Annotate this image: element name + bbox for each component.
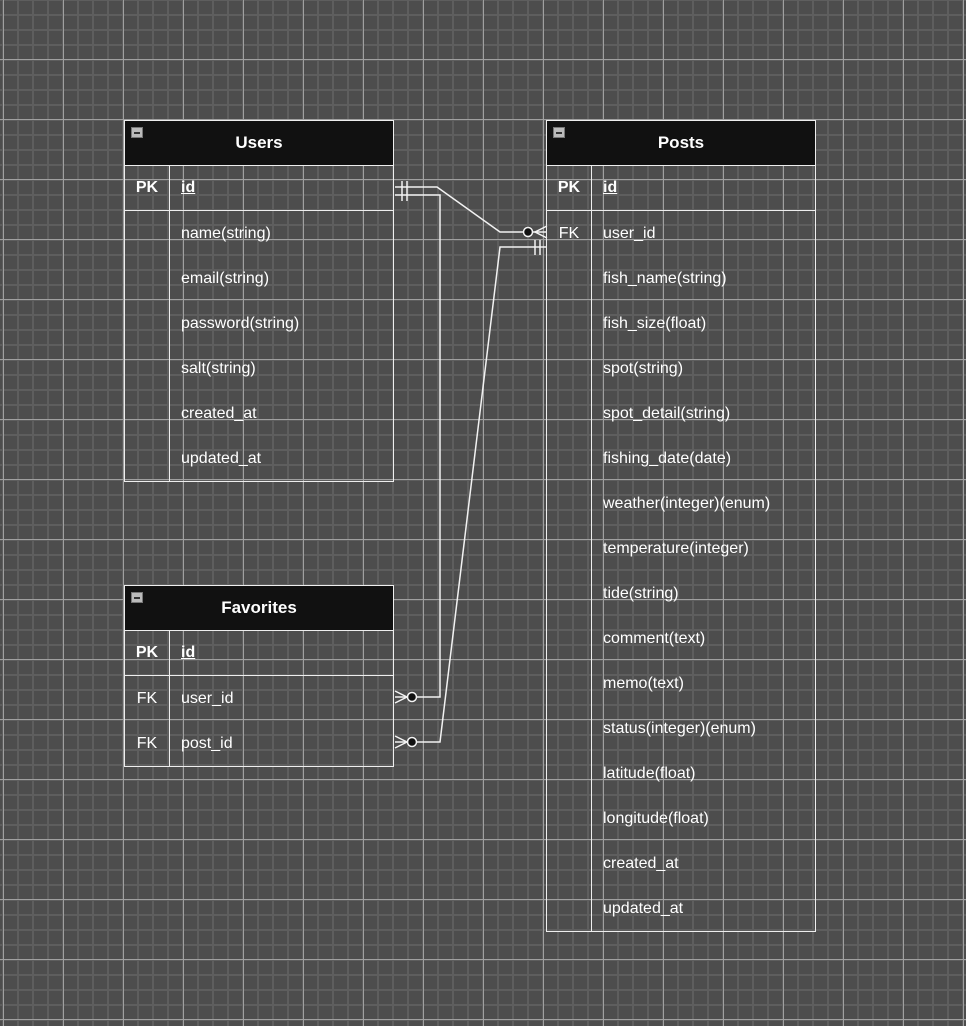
key-label: PK [125, 166, 170, 210]
key-label [547, 616, 592, 661]
field-name: user_id [181, 689, 234, 707]
field-name: created_at [181, 404, 257, 422]
field-row[interactable]: fish_name(string) [547, 256, 815, 301]
field-name: salt(string) [181, 359, 256, 377]
key-label [125, 256, 170, 301]
field-row[interactable]: spot_detail(string) [547, 391, 815, 436]
field-name: fish_name(string) [603, 269, 727, 287]
field-name: updated_at [603, 899, 684, 917]
field-row[interactable]: email(string) [125, 256, 393, 301]
key-label [547, 346, 592, 391]
field-row[interactable]: longitude(float) [547, 796, 815, 841]
field-row[interactable]: FK post_id [125, 721, 393, 766]
pk-row[interactable]: PK id [547, 166, 815, 211]
users-table[interactable]: Users PK id name(string) email(string) pass… [124, 120, 394, 482]
key-label [125, 211, 170, 256]
field-name: user_id [603, 224, 656, 242]
table-title: Posts [657, 133, 705, 152]
field-row[interactable]: temperature(integer) [547, 526, 815, 571]
field-name: id [181, 179, 196, 196]
table-title: Users [235, 133, 283, 152]
key-label: FK [125, 721, 170, 766]
field-list: FK user_id fish_name(string) fish_size(floa… [547, 211, 815, 931]
key-label: PK [125, 631, 170, 675]
pk-row[interactable]: PK id [125, 631, 393, 676]
field-name: tide(string) [603, 584, 679, 602]
key-label [547, 751, 592, 796]
field-name: password(string) [181, 314, 300, 332]
users-favorites-relation[interactable] [394, 194, 441, 704]
field-name: updated_at [181, 449, 262, 467]
field-row[interactable]: fishing_date(date) [547, 436, 815, 481]
posts-favorites-relation[interactable] [394, 240, 547, 749]
field-name: email(string) [181, 269, 270, 287]
field-name: weather(integer)(enum) [603, 494, 771, 512]
field-name: id [603, 179, 618, 196]
field-name: created_at [603, 854, 679, 872]
field-row[interactable]: updated_at [125, 436, 393, 481]
key-label [547, 841, 592, 886]
field-name: spot(string) [603, 359, 684, 377]
field-name: longitude(float) [603, 809, 709, 827]
field-row[interactable]: tide(string) [547, 571, 815, 616]
field-name: comment(text) [603, 629, 706, 647]
field-row[interactable]: weather(integer)(enum) [547, 481, 815, 526]
key-label [547, 661, 592, 706]
field-name: status(integer)(enum) [603, 719, 756, 737]
key-label [547, 706, 592, 751]
collapse-icon[interactable] [131, 592, 143, 603]
key-label: PK [547, 166, 592, 210]
key-label [547, 886, 592, 931]
key-label [125, 391, 170, 436]
key-label [125, 346, 170, 391]
pk-row[interactable]: PK id [125, 166, 393, 211]
table-header: Posts [547, 121, 815, 166]
key-label: FK [547, 211, 592, 256]
field-row[interactable]: name(string) [125, 211, 393, 256]
field-row[interactable]: updated_at [547, 886, 815, 931]
field-row[interactable]: latitude(float) [547, 751, 815, 796]
field-name: id [181, 644, 196, 661]
collapse-icon[interactable] [131, 127, 143, 138]
table-header: Users [125, 121, 393, 166]
key-label [547, 571, 592, 616]
field-row[interactable]: fish_size(float) [547, 301, 815, 346]
key-label [125, 301, 170, 346]
field-name: spot_detail(string) [603, 404, 731, 422]
key-label [547, 256, 592, 301]
key-label [547, 481, 592, 526]
field-row[interactable]: salt(string) [125, 346, 393, 391]
posts-table[interactable]: Posts PK id FK user_id fish_name(string)fis… [546, 120, 816, 932]
key-label [125, 436, 170, 481]
field-name: fish_size(float) [603, 314, 707, 332]
field-row[interactable]: FK user_id [125, 676, 393, 721]
field-name: latitude(float) [603, 764, 696, 782]
field-row[interactable]: status(integer)(enum) [547, 706, 815, 751]
field-row[interactable]: spot(string) [547, 346, 815, 391]
field-name: fishing_date(date) [603, 449, 732, 467]
field-name: memo(text) [603, 674, 684, 692]
table-header: Favorites [125, 586, 393, 631]
field-row[interactable]: memo(text) [547, 661, 815, 706]
field-name: name(string) [181, 224, 271, 242]
field-row[interactable]: comment(text) [547, 616, 815, 661]
key-label [547, 301, 592, 346]
field-row[interactable]: password(string) [125, 301, 393, 346]
field-name: temperature(integer) [603, 539, 749, 557]
users-posts-relation[interactable] [395, 181, 548, 239]
field-list: name(string) email(string) password(string… [125, 211, 393, 481]
key-label [547, 796, 592, 841]
field-row[interactable]: FK user_id [547, 211, 815, 256]
field-row[interactable]: created_at [547, 841, 815, 886]
key-label [547, 391, 592, 436]
key-label [547, 526, 592, 571]
key-label: FK [125, 676, 170, 721]
key-label [547, 436, 592, 481]
table-title: Favorites [221, 598, 297, 617]
field-name: post_id [181, 734, 233, 752]
collapse-icon[interactable] [553, 127, 565, 138]
field-row[interactable]: created_at [125, 391, 393, 436]
